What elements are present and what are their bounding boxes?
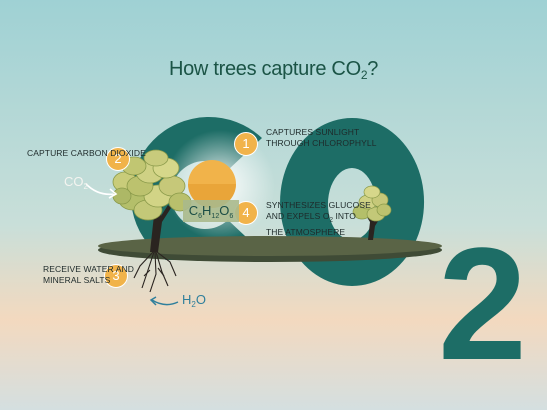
big-subscript-two: 2: [438, 214, 527, 393]
co2-label: CO2: [64, 174, 88, 191]
step-1-label: CAPTURES SUNLIGHT THROUGH CHLOROPHYLL: [266, 127, 377, 148]
step-3-label: RECEIVE WATER AND MINERAL SALTS: [43, 264, 134, 285]
h2o-arrow: [151, 299, 179, 306]
page-title: How trees capture CO2?: [168, 58, 379, 82]
co2-arrow-head: [108, 188, 118, 199]
roots: [133, 251, 177, 293]
h2o-label: H2O: [182, 292, 206, 309]
step-1-badge: 1: [234, 132, 258, 156]
step-3-badge: 3: [104, 264, 128, 288]
ground-disc: [98, 236, 442, 256]
step-2-label: CAPTURE CARBON DIOXIDE: [27, 148, 146, 158]
co2-arrow: [85, 183, 115, 196]
small-tree-canopy: [352, 185, 392, 222]
h2o-arrow-head: [149, 296, 157, 306]
step-4-label: SYNTHESIZES GLUCOSE AND EXPELS O2 INTO T…: [266, 200, 371, 237]
step-2-badge: 2: [106, 147, 130, 171]
glucose-formula: C6H12O6: [183, 200, 239, 222]
